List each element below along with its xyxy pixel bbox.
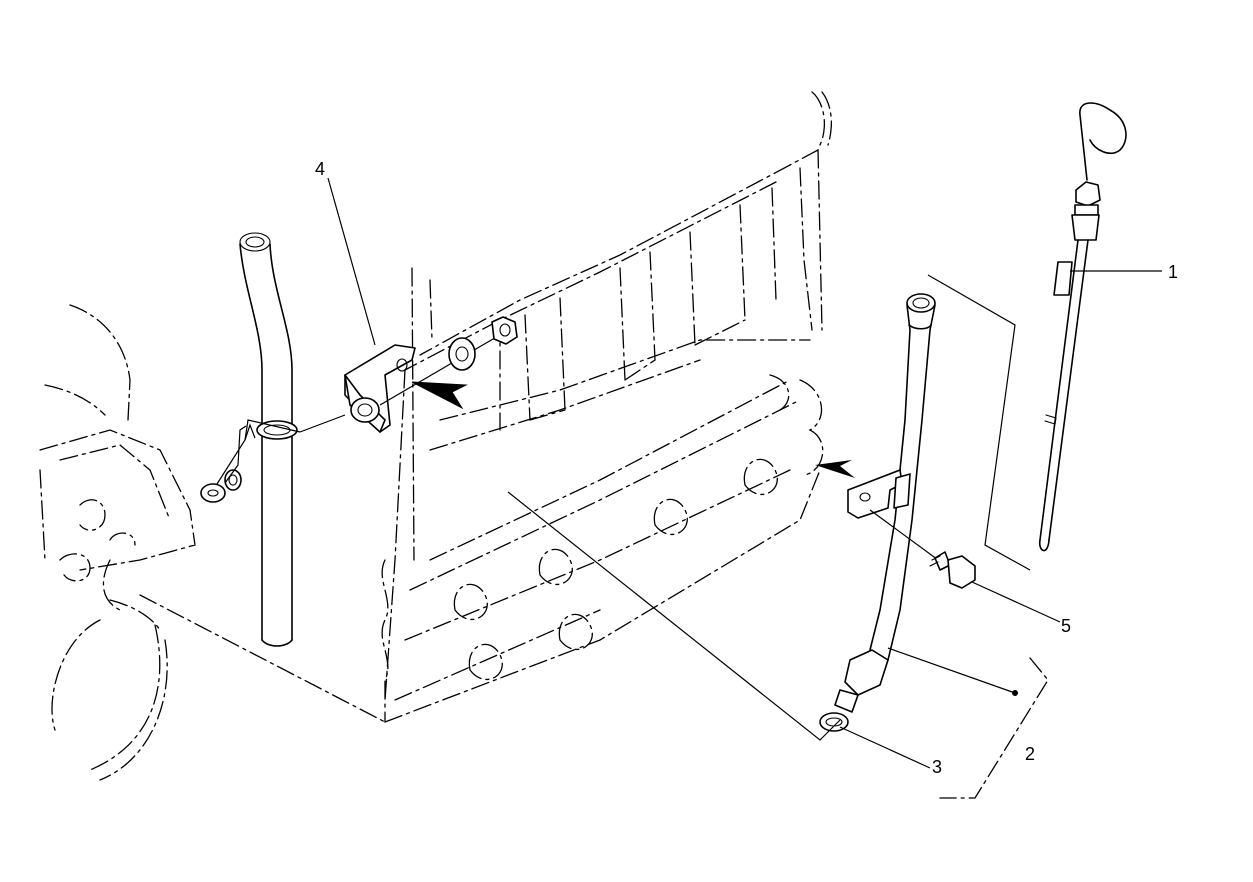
front-cover-outline [39,304,196,781]
engine-block-outline [139,91,833,723]
bolt-part-5 [869,509,976,589]
dipstick-phantom-lines [927,274,1031,571]
bracket-part-4 [299,344,468,433]
o-ring-part-3 [819,712,849,732]
callout-2-dot [1012,690,1018,696]
washer-nut [379,316,518,406]
callout-1: 1 [1168,262,1178,282]
callout-5: 5 [1061,616,1071,636]
callout-2: 2 [1025,744,1035,764]
dipstick-guide-tube [815,293,936,713]
washer-bolt-stack [200,419,301,503]
callout-4: 4 [315,159,325,179]
vent-pipe [239,232,298,647]
callout-leaders [327,177,1162,799]
dipstick-part-1 [1038,102,1127,552]
callout-3: 3 [932,757,942,777]
